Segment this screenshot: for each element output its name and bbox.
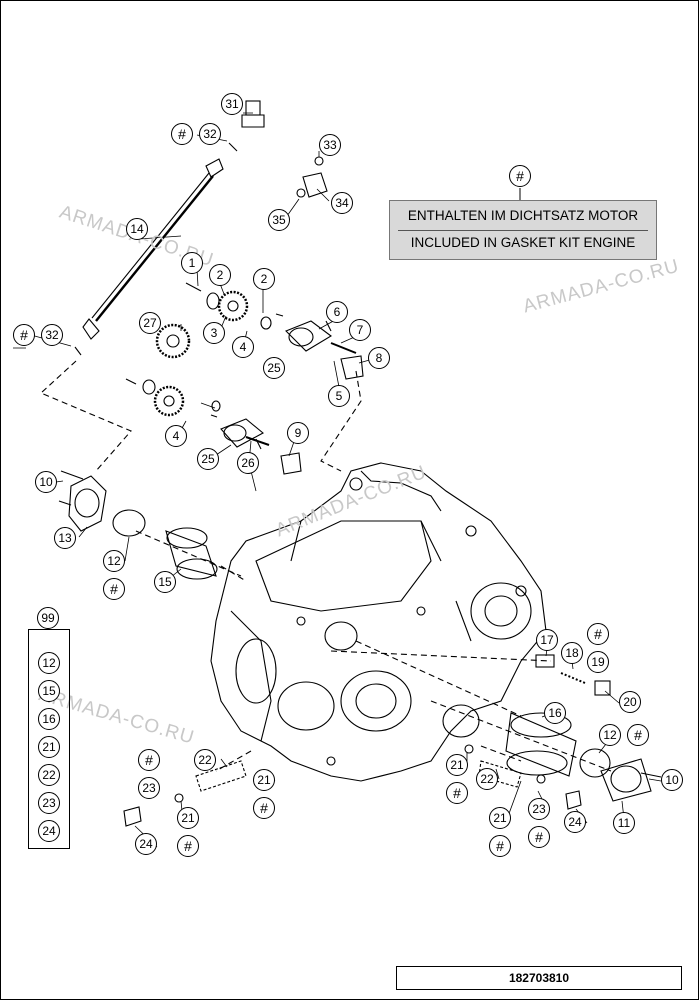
engine-crankcase (210, 462, 547, 782)
part-callout-21[interactable]: 21 (489, 807, 511, 829)
gasket-kit-note: ENTHALTEN IM DICHTSATZ MOTOR INCLUDED IN… (389, 200, 657, 260)
kit-contents-box: 12 15 16 21 22 23 24 (28, 629, 70, 849)
part-callout-25[interactable]: 25 (263, 357, 285, 379)
part-callout-35[interactable]: 35 (268, 209, 290, 231)
kit-item-callout[interactable]: 15 (38, 680, 60, 702)
kit-item-callout[interactable]: 23 (38, 792, 60, 814)
hash-marker: # (103, 578, 125, 600)
part-callout-32[interactable]: 32 (199, 123, 221, 145)
part-callout-4[interactable]: 4 (165, 425, 187, 447)
leader-lines (39, 360, 612, 772)
part-callout-14[interactable]: 14 (126, 218, 148, 240)
part-callout-3[interactable]: 3 (203, 322, 225, 344)
part-callout-2[interactable]: 2 (253, 268, 275, 290)
hash-marker: # (446, 782, 468, 804)
note-german: ENTHALTEN IM DICHTSATZ MOTOR (407, 208, 639, 223)
part-callout-5[interactable]: 5 (328, 385, 350, 407)
part-callout-16[interactable]: 16 (544, 702, 566, 724)
pressure-relief-valve (535, 654, 611, 696)
part-callout-19[interactable]: 19 (587, 651, 609, 673)
part-callout-10[interactable]: 10 (35, 471, 57, 493)
banjo-fittings (296, 156, 328, 198)
note-hash-marker: # (509, 165, 531, 187)
hash-marker: # (489, 835, 511, 857)
oil-filters (58, 470, 662, 802)
part-callout-7[interactable]: 7 (349, 319, 371, 341)
part-callout-8[interactable]: 8 (368, 347, 390, 369)
part-callout-22[interactable]: 22 (476, 768, 498, 790)
part-callout-24[interactable]: 24 (135, 833, 157, 855)
hash-marker: # (528, 826, 550, 848)
kit-label-callout[interactable]: 99 (37, 607, 59, 629)
hash-marker: # (13, 324, 35, 346)
part-callout-21[interactable]: 21 (253, 769, 275, 791)
part-callout-12[interactable]: 12 (599, 724, 621, 746)
part-callout-27[interactable]: 27 (139, 312, 161, 334)
part-callout-13[interactable]: 13 (54, 527, 76, 549)
kit-item-callout[interactable]: 16 (38, 708, 60, 730)
part-callout-23[interactable]: 23 (528, 798, 550, 820)
note-divider (398, 230, 648, 231)
part-callout-17[interactable]: 17 (536, 629, 558, 651)
hash-marker: # (138, 749, 160, 771)
kit-item-callout[interactable]: 12 (38, 652, 60, 674)
part-callout-4[interactable]: 4 (232, 336, 254, 358)
part-callout-32[interactable]: 32 (41, 324, 63, 346)
hash-marker: # (627, 724, 649, 746)
part-callout-20[interactable]: 20 (619, 691, 641, 713)
oil-pump-gears (125, 282, 284, 418)
part-callout-12[interactable]: 12 (103, 550, 125, 572)
hash-marker: # (587, 623, 609, 645)
part-callout-15[interactable]: 15 (154, 571, 176, 593)
part-callout-34[interactable]: 34 (331, 192, 353, 214)
part-callout-33[interactable]: 33 (319, 134, 341, 156)
part-callout-10[interactable]: 10 (661, 769, 683, 791)
part-callout-9[interactable]: 9 (287, 422, 309, 444)
hash-marker: # (253, 797, 275, 819)
part-callout-22[interactable]: 22 (194, 749, 216, 771)
kit-item-callout[interactable]: 22 (38, 764, 60, 786)
hash-marker: # (171, 123, 193, 145)
part-callout-1[interactable]: 1 (181, 252, 203, 274)
document-number: 182703810 (396, 966, 682, 990)
part-callout-18[interactable]: 18 (561, 642, 583, 664)
part-callout-6[interactable]: 6 (326, 301, 348, 323)
part-callout-26[interactable]: 26 (237, 452, 259, 474)
part-callout-21[interactable]: 21 (177, 807, 199, 829)
part-callout-23[interactable]: 23 (138, 777, 160, 799)
part-callout-2[interactable]: 2 (209, 264, 231, 286)
kit-item-callout[interactable]: 21 (38, 736, 60, 758)
part-callout-21[interactable]: 21 (446, 754, 468, 776)
part-callout-24[interactable]: 24 (564, 811, 586, 833)
part-callout-31[interactable]: 31 (221, 93, 243, 115)
oil-pump-housings (220, 320, 364, 475)
hash-marker: # (177, 835, 199, 857)
kit-item-callout[interactable]: 24 (38, 820, 60, 842)
part-callout-11[interactable]: 11 (613, 812, 635, 834)
note-english: INCLUDED IN GASKET KIT ENGINE (410, 235, 636, 250)
oil-line-assembly (74, 100, 265, 356)
part-callout-25[interactable]: 25 (197, 448, 219, 470)
